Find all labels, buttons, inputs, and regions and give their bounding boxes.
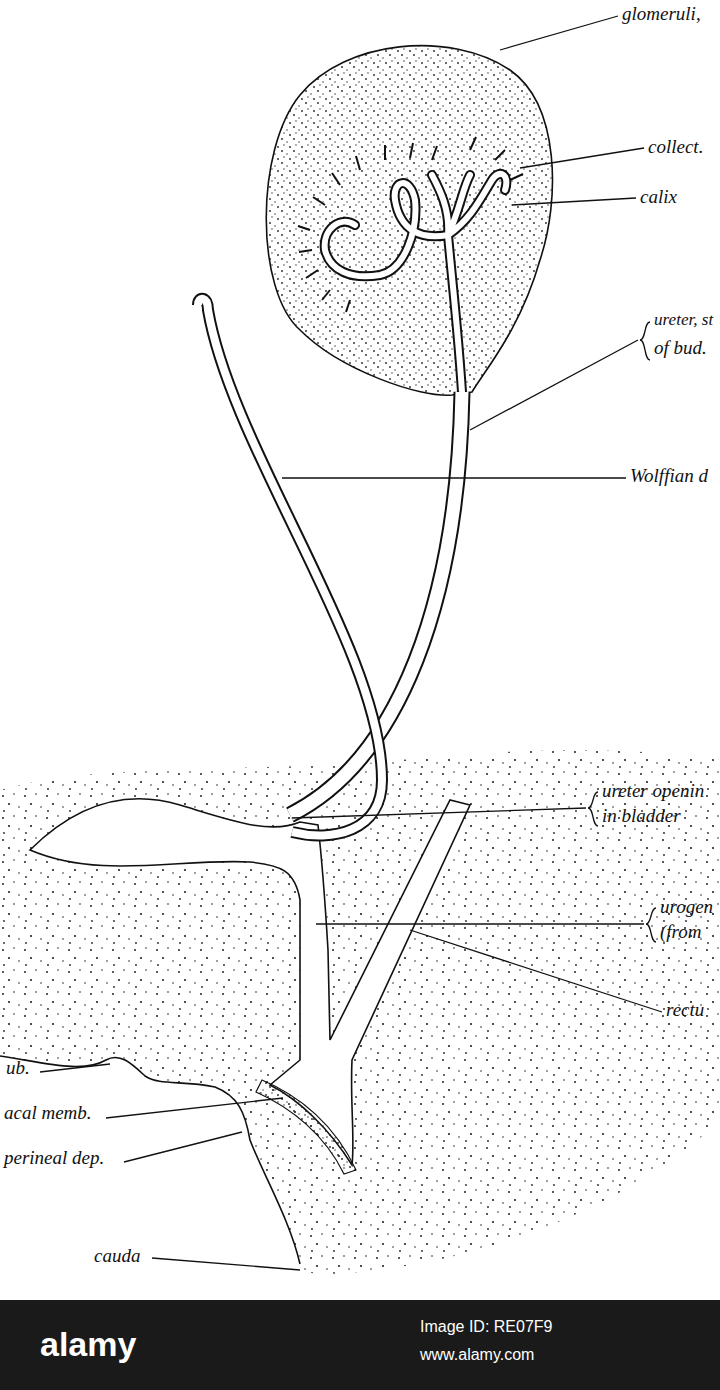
part-label: urogen bbox=[660, 897, 713, 918]
watermark-text: www.alamy.com bbox=[420, 1346, 534, 1364]
part-label: calix bbox=[640, 187, 677, 208]
part-label: perineal dep. bbox=[4, 1148, 104, 1169]
part-label: glomeruli, bbox=[622, 4, 701, 25]
part-label: cauda bbox=[94, 1246, 140, 1267]
part-label: in bladder bbox=[602, 806, 681, 827]
part-label: Wolffian d bbox=[630, 466, 708, 487]
part-label: (from bbox=[660, 922, 702, 943]
part-label: rectu bbox=[666, 1000, 704, 1021]
part-label: acal memb. bbox=[4, 1103, 92, 1124]
watermark-text: alamy bbox=[40, 1326, 136, 1363]
part-label: collect. bbox=[648, 137, 703, 158]
part-label: ub. bbox=[6, 1058, 30, 1079]
part-label: of bud. bbox=[654, 338, 707, 359]
watermark-text: Image ID: RE07F9 bbox=[420, 1318, 553, 1336]
part-label: ureter, st bbox=[654, 311, 713, 330]
part-label: ureter openin bbox=[602, 781, 704, 802]
